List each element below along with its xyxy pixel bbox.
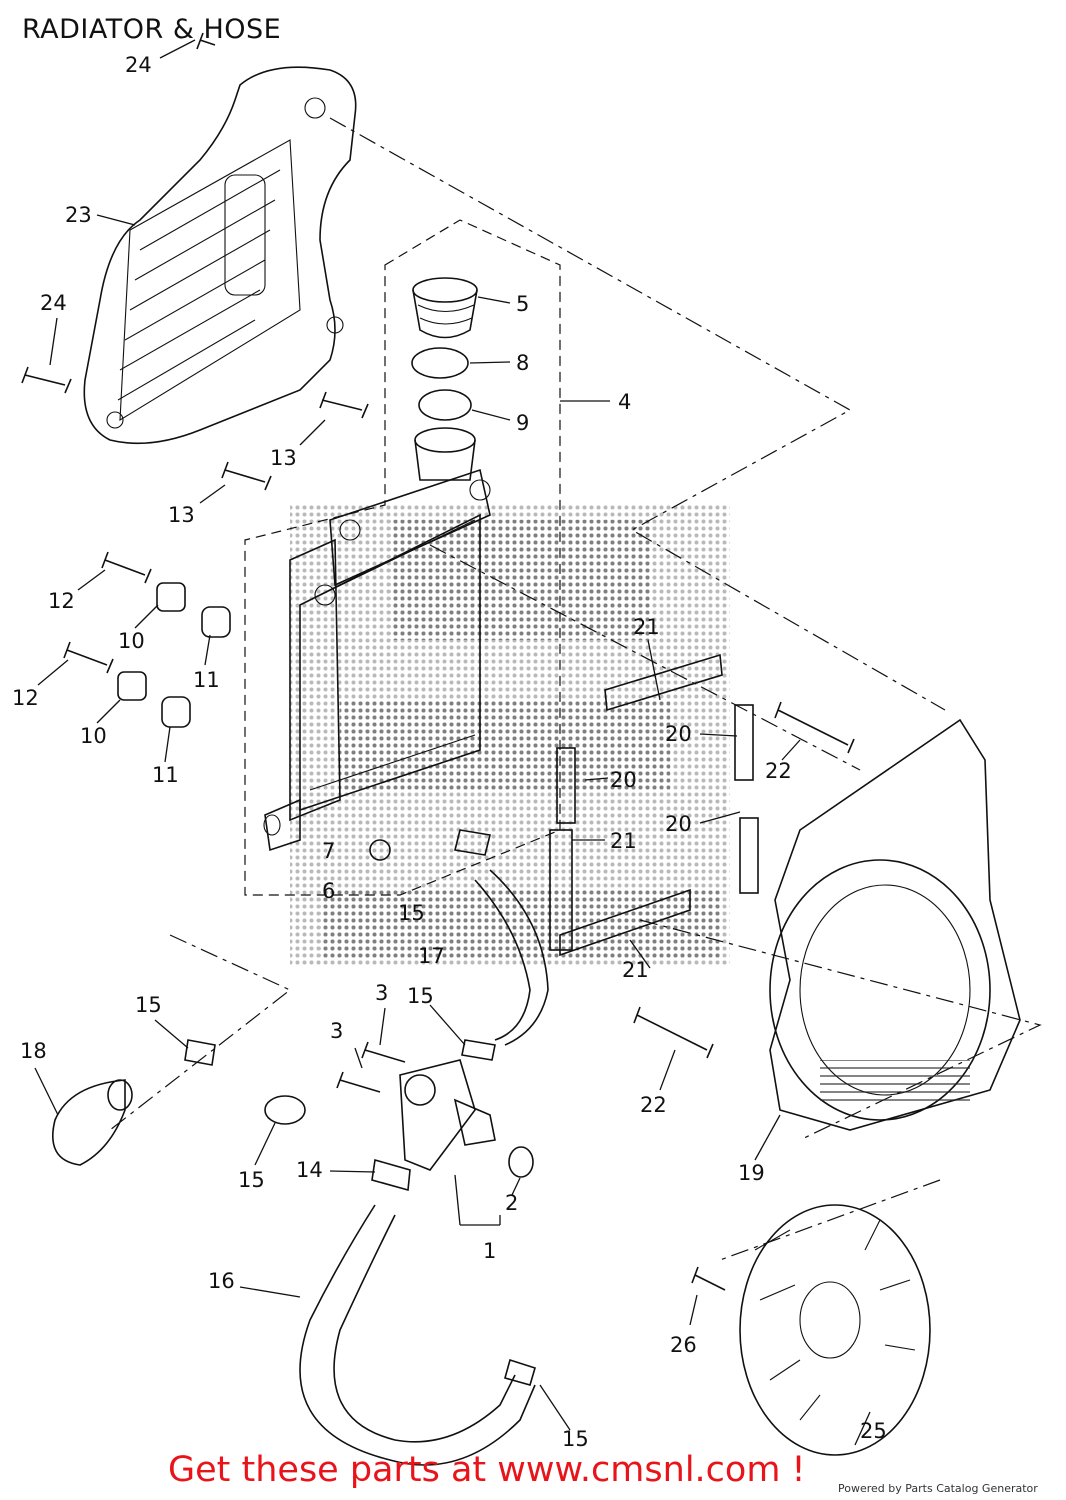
part-label-21-lower: 21 — [622, 958, 649, 982]
damper-parts — [549, 653, 759, 957]
part-label-6: 6 — [322, 879, 335, 903]
part-label-11-upper: 11 — [193, 668, 220, 692]
part-label-7: 7 — [322, 839, 335, 863]
part-label-4: 4 — [618, 390, 631, 414]
page-title: RADIATOR & HOSE — [22, 14, 282, 45]
part-label-13-lower: 13 — [168, 503, 195, 527]
part-label-3-upper: 3 — [375, 981, 388, 1005]
part-label-15-center: 15 — [407, 984, 434, 1008]
part-label-13-upper: 13 — [270, 446, 297, 470]
part-label-22-lower: 22 — [640, 1093, 667, 1117]
part-label-10-lower: 10 — [80, 724, 107, 748]
part-label-23: 23 — [65, 203, 92, 227]
part-label-5: 5 — [516, 292, 529, 316]
radiator-core-part — [263, 427, 491, 852]
thermostat-housing-part — [184, 829, 536, 1386]
o-ring-8 — [411, 347, 469, 379]
part-label-24-left: 24 — [40, 291, 67, 315]
part-label-19: 19 — [738, 1161, 765, 1185]
radiator-cover-part — [83, 66, 357, 445]
part-label-20-middle: 20 — [610, 768, 637, 792]
part-label-21-upper: 21 — [633, 615, 660, 639]
part-label-14: 14 — [296, 1158, 323, 1182]
part-label-16: 16 — [208, 1269, 235, 1293]
fan-shroud-part — [769, 718, 1021, 1131]
part-label-15-left: 15 — [135, 993, 162, 1017]
part-label-12-lower: 12 — [12, 686, 39, 710]
part-label-9: 9 — [516, 411, 529, 435]
part-label-17: 17 — [418, 944, 445, 968]
generator-credit: Powered by Parts Catalog Generator — [838, 1482, 1038, 1495]
part-label-25: 25 — [860, 1419, 887, 1443]
cooling-fan-part — [739, 1204, 931, 1456]
leader-lines — [34, 39, 871, 1446]
parts-shop-link[interactable]: Get these parts at www.cmsnl.com ! — [168, 1450, 806, 1490]
hose-parts — [51, 869, 549, 1466]
part-label-12-upper: 12 — [48, 589, 75, 613]
watermark-logo — [290, 505, 730, 965]
part-label-18: 18 — [20, 1039, 47, 1063]
part-label-15-bottom: 15 — [562, 1427, 589, 1451]
o-ring-9 — [418, 389, 472, 421]
part-label-2: 2 — [505, 1191, 518, 1215]
part-label-1: 1 — [483, 1239, 496, 1263]
bolt-parts — [21, 32, 855, 1291]
part-label-15-upper: 15 — [398, 901, 425, 925]
part-label-11-lower: 11 — [152, 763, 179, 787]
part-label-26: 26 — [670, 1333, 697, 1357]
part-label-24-top: 24 — [125, 53, 152, 77]
part-label-20-upper: 20 — [665, 722, 692, 746]
part-label-3-lower: 3 — [330, 1019, 343, 1043]
radiator-cap-part — [412, 277, 478, 339]
part-label-10-upper: 10 — [118, 629, 145, 653]
part-label-20-lower: 20 — [665, 812, 692, 836]
part-label-15-lower-left: 15 — [238, 1168, 265, 1192]
collar-parts — [117, 582, 231, 728]
part-label-21-middle: 21 — [610, 829, 637, 853]
part-label-8: 8 — [516, 351, 529, 375]
part-label-22-upper: 22 — [765, 759, 792, 783]
part-number-labels: 24 23 24 5 8 4 9 13 13 12 10 11 12 10 11… — [12, 53, 887, 1451]
